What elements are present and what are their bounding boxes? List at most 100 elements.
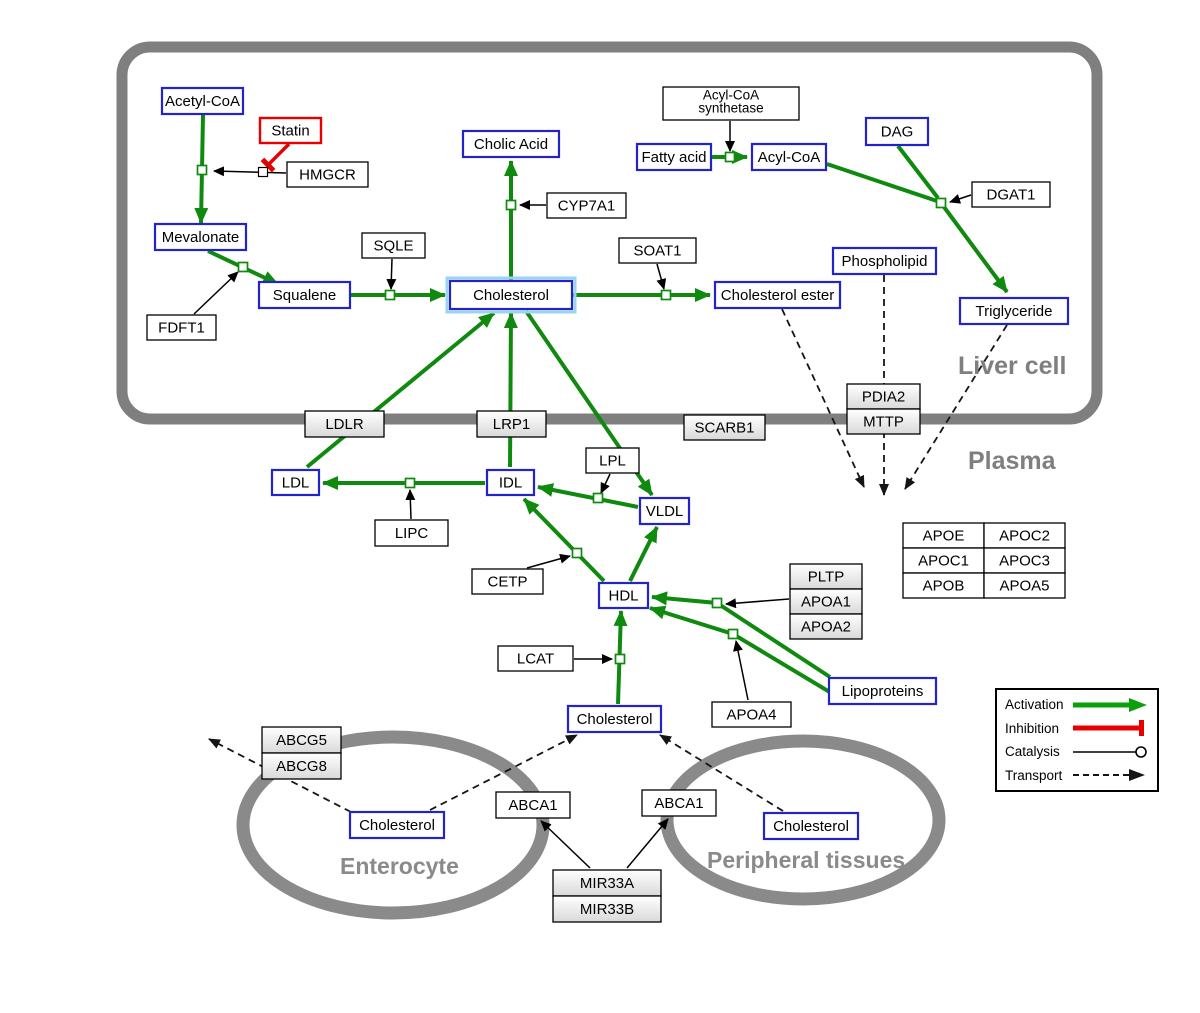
svg-text:ABCA1: ABCA1 <box>508 797 557 814</box>
edge-hmgcr-catalysis <box>213 166 287 177</box>
reaction-anchor <box>727 628 739 640</box>
node-pltp[interactable]: PLTP <box>789 563 863 590</box>
svg-text:APOC2: APOC2 <box>999 528 1050 545</box>
node-idl[interactable]: IDL <box>485 468 536 497</box>
svg-text:PDIA2: PDIA2 <box>862 389 905 406</box>
node-triglyceride[interactable]: Triglyceride <box>958 296 1070 326</box>
svg-text:APOA5: APOA5 <box>999 578 1049 595</box>
node-apoc2[interactable]: APOC2 <box>983 522 1066 549</box>
edge-mir33-to-abca1-peripheral <box>626 818 669 869</box>
edge-apoa4-catalysis <box>733 640 749 701</box>
reaction-anchor <box>237 261 249 273</box>
svg-text:HMGCR: HMGCR <box>299 167 356 184</box>
node-ldl[interactable]: LDL <box>270 468 321 497</box>
edge-cholesterol-biliary-excretion <box>208 738 352 813</box>
legend-transport-label: Transport <box>1005 767 1063 783</box>
reaction-anchor <box>384 289 396 301</box>
node-mttp[interactable]: MTTP <box>846 408 921 435</box>
node-soat1[interactable]: SOAT1 <box>618 237 697 264</box>
node-phospholipid[interactable]: Phospholipid <box>831 246 938 276</box>
node-lipc[interactable]: LIPC <box>374 519 449 547</box>
node-apoa5[interactable]: APOA5 <box>983 572 1066 599</box>
node-cholesterol-enterocyte[interactable]: Cholesterol <box>348 810 446 840</box>
edge-dgat1-catalysis <box>949 194 972 204</box>
node-apob[interactable]: APOB <box>902 572 985 599</box>
node-cholesterol-peripheral[interactable]: Cholesterol <box>762 811 860 841</box>
node-hdl[interactable]: HDL <box>597 581 650 610</box>
legend-row-transport: Transport <box>1005 766 1149 784</box>
node-apoa4[interactable]: APOA4 <box>711 701 792 728</box>
node-lipoproteins[interactable]: Lipoproteins <box>827 676 938 706</box>
node-mevalonate[interactable]: Mevalonate <box>153 222 248 252</box>
node-mir33b[interactable]: MIR33B <box>552 895 662 923</box>
edge-ldl-to-cholesterol <box>305 311 496 469</box>
node-abca1-enterocyte[interactable]: ABCA1 <box>495 791 571 819</box>
node-lcat[interactable]: LCAT <box>497 645 574 672</box>
node-apoa2[interactable]: APOA2 <box>789 613 863 640</box>
node-mir33a[interactable]: MIR33A <box>552 869 662 897</box>
svg-text:APOA2: APOA2 <box>801 619 851 636</box>
node-scarb1[interactable]: SCARB1 <box>683 414 766 441</box>
edge-dgat-node-to-triglyceride <box>942 205 1009 294</box>
node-abcg5[interactable]: ABCG5 <box>261 726 342 754</box>
node-vldl[interactable]: VLDL <box>638 496 691 526</box>
node-abca1-peripheral[interactable]: ABCA1 <box>641 789 717 817</box>
node-sqle[interactable]: SQLE <box>361 232 426 259</box>
peripheral-tissues-label: Peripheral tissues <box>707 847 906 873</box>
svg-text:ABCG5: ABCG5 <box>276 732 327 749</box>
svg-text:SOAT1: SOAT1 <box>633 243 681 260</box>
node-fdft1[interactable]: FDFT1 <box>146 314 217 341</box>
svg-text:ABCA1: ABCA1 <box>654 795 703 812</box>
edge-lipc-catalysis <box>405 489 416 520</box>
edge-cholesterol-ester-secretion <box>781 308 865 488</box>
node-squalene[interactable]: Squalene <box>257 280 352 310</box>
svg-text:SQLE: SQLE <box>373 238 413 255</box>
edge-peripheral-cholesterol-efflux <box>659 734 784 812</box>
legend-row-inhibition: Inhibition <box>1005 719 1149 737</box>
node-ldlr[interactable]: LDLR <box>304 410 385 438</box>
edge-statin-inhibition <box>260 142 291 173</box>
svg-text:DGAT1: DGAT1 <box>987 187 1036 204</box>
node-cholesterol-plasma[interactable]: Cholesterol <box>566 704 663 734</box>
node-abcg8[interactable]: ABCG8 <box>261 752 342 780</box>
node-statin[interactable]: Statin <box>258 116 323 145</box>
svg-text:APOC1: APOC1 <box>918 553 969 570</box>
node-cetp[interactable]: CETP <box>471 568 544 595</box>
edge-vldl-to-idl <box>537 483 639 509</box>
svg-text:Statin: Statin <box>271 123 309 140</box>
svg-text:APOE: APOE <box>923 528 965 545</box>
node-dag[interactable]: DAG <box>864 116 930 147</box>
node-cholesterol-ester[interactable]: Cholesterol ester <box>713 280 842 310</box>
reaction-anchor <box>614 653 626 665</box>
edge-lpl-catalysis <box>600 473 611 494</box>
node-apoc3[interactable]: APOC3 <box>983 547 1066 574</box>
svg-text:LIPC: LIPC <box>395 525 429 542</box>
node-acetyl-coa[interactable]: Acetyl-CoA <box>160 86 245 116</box>
svg-text:LDLR: LDLR <box>325 416 364 433</box>
node-lrp1[interactable]: LRP1 <box>476 410 547 438</box>
enterocyte-label: Enterocyte <box>340 853 459 879</box>
svg-text:Phospholipid: Phospholipid <box>842 253 928 270</box>
node-dgat1[interactable]: DGAT1 <box>971 181 1051 208</box>
node-apoe[interactable]: APOE <box>902 522 985 549</box>
node-hmgcr[interactable]: HMGCR <box>286 161 369 188</box>
node-acyl-coa2[interactable]: Acyl-CoA <box>750 142 828 172</box>
node-cholesterol-liver[interactable]: Cholesterol <box>445 276 577 314</box>
node-apoa1[interactable]: APOA1 <box>789 588 863 615</box>
svg-text:Cholesterol: Cholesterol <box>577 711 653 728</box>
node-fatty-acid[interactable]: Fatty acid <box>635 142 713 172</box>
node-cyp7a1[interactable]: CYP7A1 <box>546 192 627 219</box>
node-apoc1[interactable]: APOC1 <box>902 547 985 574</box>
edge-idl-to-cholesterol <box>503 312 518 468</box>
activation-arrow-icon <box>1073 697 1147 712</box>
node-cholic-acid[interactable]: Cholic Acid <box>461 129 561 159</box>
svg-text:Cholesterol: Cholesterol <box>473 287 549 304</box>
legend-row-activation: Activation <box>1005 696 1149 714</box>
reaction-anchor <box>592 492 604 504</box>
svg-text:MIR33B: MIR33B <box>580 901 634 918</box>
node-pdia2[interactable]: PDIA2 <box>846 383 921 410</box>
reaction-anchor <box>711 597 723 609</box>
node-lpl[interactable]: LPL <box>585 447 640 474</box>
